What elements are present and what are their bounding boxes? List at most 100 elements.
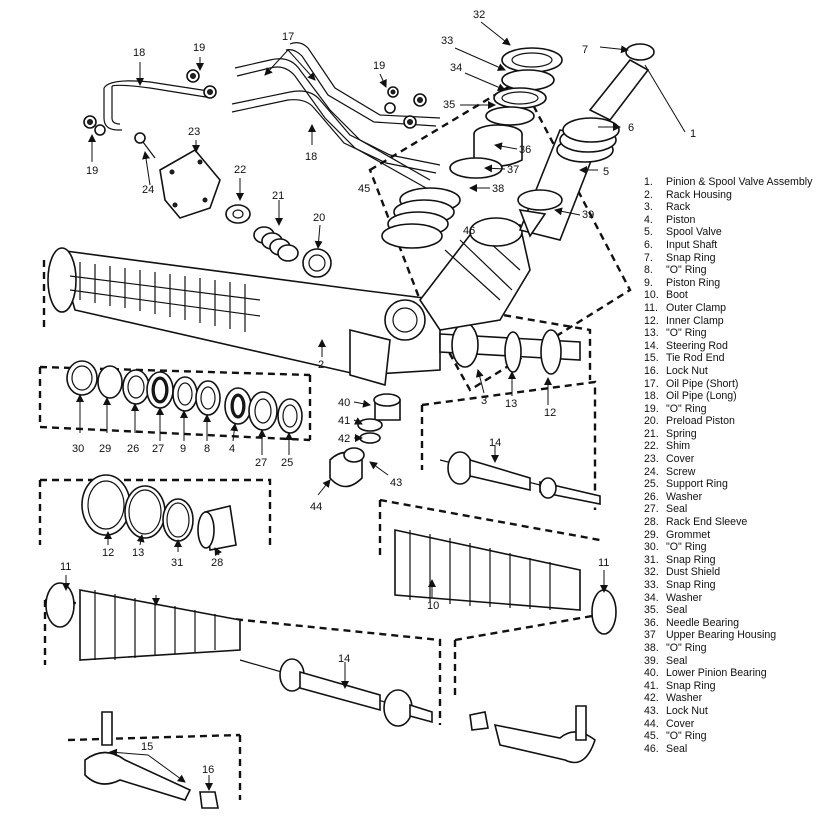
legend-item: 11.Outer Clamp bbox=[644, 302, 840, 315]
callout-label: 14 bbox=[489, 437, 501, 449]
legend-item-label: Seal bbox=[666, 604, 688, 617]
legend-item-number: 26. bbox=[644, 490, 659, 503]
callout-label: 40 bbox=[338, 397, 350, 409]
callout-label: 18 bbox=[305, 151, 317, 163]
legend-item: 29.Grommet bbox=[644, 529, 840, 542]
callout-label: 33 bbox=[441, 35, 453, 47]
legend-item: 40.Lower Pinion Bearing bbox=[644, 667, 840, 680]
legend-item-label: Snap Ring bbox=[666, 251, 716, 264]
callout-label: 3 bbox=[481, 395, 487, 407]
legend-item: 9.Piston Ring bbox=[644, 277, 840, 290]
legend-item: 43.Lock Nut bbox=[644, 705, 840, 718]
legend-item-label: "O" Ring bbox=[666, 264, 707, 277]
legend-item-label: Washer bbox=[666, 692, 703, 705]
pipe-fittings bbox=[83, 69, 427, 136]
legend-item: 25. Support Ring bbox=[644, 478, 840, 491]
legend-item: 23.Cover bbox=[644, 453, 840, 466]
legend-item: 30."O" Ring bbox=[644, 541, 840, 554]
legend-item-label: Piston Ring bbox=[666, 276, 721, 289]
legend-item-label: Inner Clamp bbox=[666, 314, 724, 327]
callout-label: 35 bbox=[443, 99, 455, 111]
legend-item-label: "O" Ring bbox=[666, 327, 707, 340]
callout-label: 2 bbox=[318, 359, 324, 371]
callout-label: 29 bbox=[99, 443, 111, 455]
legend-item-number: 10. bbox=[644, 289, 659, 302]
legend-item: 1.Pinion & Spool Valve Assembly bbox=[644, 176, 840, 189]
callout-label: 22 bbox=[234, 164, 246, 176]
callout-label: 13 bbox=[505, 398, 517, 410]
lower-pinion-parts bbox=[329, 393, 401, 488]
legend-item-label: "O" Ring bbox=[666, 541, 707, 554]
callout-label: 8 bbox=[204, 443, 210, 455]
callout-label: 16 bbox=[202, 764, 214, 776]
callout-label: 5 bbox=[603, 166, 609, 178]
legend-item-number: 11. bbox=[644, 301, 658, 314]
callout-label: 24 bbox=[142, 184, 154, 196]
legend-item-number: 3. bbox=[644, 201, 653, 214]
callout-label: 27 bbox=[152, 443, 164, 455]
legend-item-label: Snap Ring bbox=[666, 553, 716, 566]
legend-item: 19."O" Ring bbox=[644, 403, 840, 416]
legend-item-label: Needle Bearing bbox=[666, 616, 740, 629]
callout-label: 36 bbox=[519, 144, 531, 156]
legend-item-number: 35. bbox=[644, 604, 659, 617]
legend-item: 13."O" Ring bbox=[644, 327, 840, 340]
legend-item: 36.Needle Bearing bbox=[644, 617, 840, 630]
steering-rod-right bbox=[439, 451, 601, 505]
legend-item-label: Tie Rod End bbox=[666, 352, 725, 365]
callout-label: 41 bbox=[338, 415, 350, 427]
legend-item-number: 14. bbox=[644, 339, 659, 352]
steering-rod-left bbox=[239, 658, 433, 727]
legend-item-number: 4. bbox=[644, 213, 653, 226]
legend-item-label: "O" Ring bbox=[666, 641, 707, 654]
legend-item-number: 31. bbox=[644, 553, 659, 566]
legend-item: 32.Dust Shield bbox=[644, 566, 840, 579]
legend-item-label: Washer bbox=[666, 490, 703, 503]
callout-label: 17 bbox=[282, 31, 294, 43]
legend-item-label: Rack bbox=[666, 201, 691, 214]
legend-item: 41.Snap Ring bbox=[644, 680, 840, 693]
legend-item-number: 16. bbox=[644, 364, 659, 377]
legend-item-number: 40. bbox=[644, 667, 659, 680]
callout-label: 25 bbox=[281, 457, 293, 469]
callout-label: 37 bbox=[507, 164, 519, 176]
legend-item-number: 20. bbox=[644, 415, 659, 428]
legend-item-label: "O" Ring bbox=[666, 402, 707, 415]
legend-item-number: 2. bbox=[644, 188, 653, 201]
legend-item-number: 34. bbox=[644, 591, 659, 604]
tie-rod-end-right bbox=[469, 705, 596, 764]
legend-item: 34.Washer bbox=[644, 592, 840, 605]
callout-label: 12 bbox=[102, 547, 114, 559]
callout-label: 18 bbox=[133, 47, 145, 59]
callout-label: 32 bbox=[473, 9, 485, 21]
callout-label: 28 bbox=[211, 557, 223, 569]
legend-item-number: 46. bbox=[644, 742, 659, 755]
legend-item: 7.Snap Ring bbox=[644, 252, 840, 265]
callout-label: 11 bbox=[60, 561, 71, 573]
callout-label: 34 bbox=[450, 62, 462, 74]
legend-item-label: Spool Valve bbox=[666, 226, 722, 239]
legend-item-label: Support Ring bbox=[666, 478, 728, 491]
legend-item-number: 18. bbox=[644, 390, 659, 403]
legend-item-number: 38. bbox=[644, 641, 659, 654]
legend-item: 14.Steering Rod bbox=[644, 340, 840, 353]
legend-item-number: 29. bbox=[644, 528, 659, 541]
callout-label: 4 bbox=[229, 443, 235, 455]
legend-item-number: 23. bbox=[644, 453, 659, 466]
legend-item-number: 17. bbox=[644, 377, 659, 390]
callout-label: 9 bbox=[180, 443, 186, 455]
legend-item-number: 25. bbox=[644, 478, 659, 491]
legend-item: 35. Seal bbox=[644, 604, 840, 617]
callout-label: 43 bbox=[390, 477, 402, 489]
legend-item-label: Seal bbox=[666, 742, 688, 755]
callout-label: 31 bbox=[171, 557, 183, 569]
legend-item: 22.Shim bbox=[644, 440, 840, 453]
boot-right bbox=[394, 529, 617, 635]
legend-item: 39.Seal bbox=[644, 655, 840, 668]
callout-label: 20 bbox=[313, 212, 325, 224]
legend-item-label: Shim bbox=[666, 440, 691, 453]
legend-item-label: "O" Ring bbox=[666, 730, 707, 743]
callout-label: 19 bbox=[373, 60, 385, 72]
